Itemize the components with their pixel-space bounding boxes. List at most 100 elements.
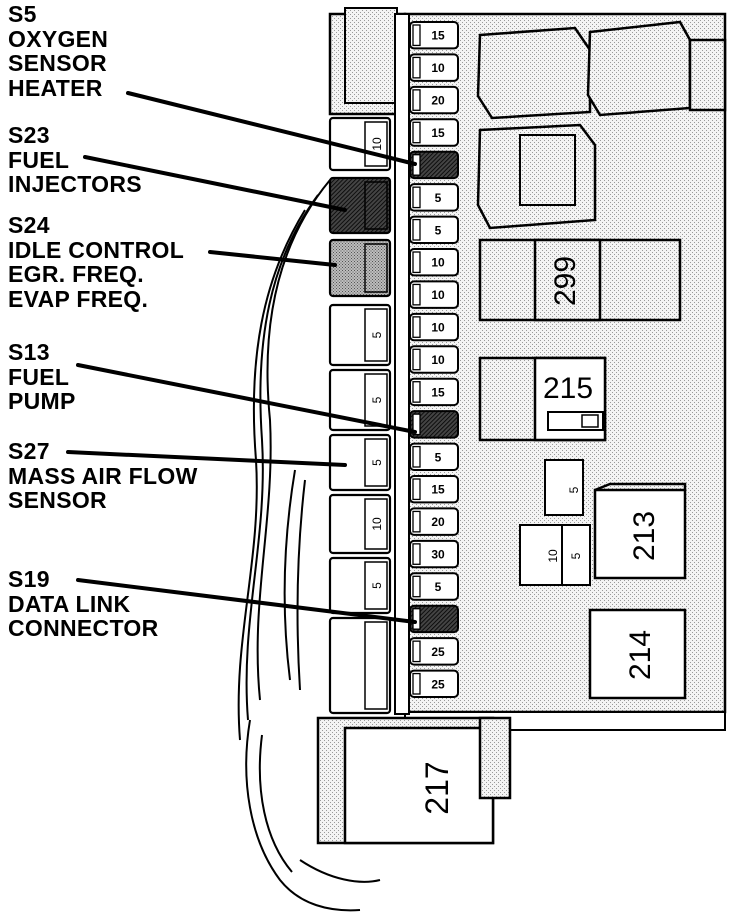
fuse: 10 xyxy=(409,345,459,374)
fuse-column-frame xyxy=(394,13,410,715)
fuse-column: 15 10 20 15 5 5 10 10 10 10 15 5 15 20 30 5 25 25 xyxy=(409,21,459,698)
fuse: 20 xyxy=(409,507,459,536)
left-fuse-rating: 5 xyxy=(370,582,384,589)
fuse-rating: 5 xyxy=(435,450,442,464)
leader-s24 xyxy=(208,250,337,267)
left-fuse: 5 xyxy=(328,303,392,367)
fuse: 10 xyxy=(409,53,459,82)
fuse-rating: 5 xyxy=(435,223,442,237)
leader-s19 xyxy=(76,578,417,624)
fuse: 15 xyxy=(409,118,459,147)
relay-299-label: 299 xyxy=(549,256,582,306)
fuse-rating: 15 xyxy=(431,126,445,140)
relay-214-label: 214 xyxy=(624,630,657,680)
callout-s19: S19 DATA LINK CONNECTOR xyxy=(8,567,159,641)
callout-line: IDLE CONTROL xyxy=(8,236,185,263)
fuse-rating: 25 xyxy=(431,677,445,691)
fuse: 20 xyxy=(409,85,459,115)
callout-code: S5 xyxy=(8,1,37,27)
callout-s27: S27 MASS AIR FLOW SENSOR xyxy=(8,439,198,513)
fuse: 15 xyxy=(409,475,459,504)
fuse: 5 xyxy=(409,183,459,212)
fuse: 25 xyxy=(409,669,459,698)
fuse-rating: 25 xyxy=(431,645,445,659)
callout-line: SENSOR xyxy=(8,50,107,76)
callout-code: S24 xyxy=(8,212,50,238)
callout-code: S27 xyxy=(8,438,50,464)
fuse-rating: 15 xyxy=(431,483,445,497)
callout-line: DATA LINK xyxy=(8,590,131,617)
svg-text:5: 5 xyxy=(569,552,583,559)
callout-line: OXYGEN xyxy=(8,25,109,52)
relay-215-label: 215 xyxy=(543,372,593,405)
relay-214: 214 xyxy=(588,608,687,700)
callout-code: S19 xyxy=(8,566,50,592)
fuse-rating: 10 xyxy=(431,256,445,270)
callout-line: FUEL xyxy=(8,363,70,390)
left-fuse xyxy=(328,616,392,715)
fuse: 10 xyxy=(409,312,459,342)
fuse-highlighted xyxy=(409,604,459,634)
fuse-rating: 20 xyxy=(431,94,445,108)
relay-299: 299 xyxy=(478,238,682,322)
left-fuse: 5 xyxy=(328,433,392,492)
relay-217-label: 217 xyxy=(419,761,455,814)
fuse: 15 xyxy=(409,21,459,50)
leader-s5 xyxy=(126,91,417,166)
fuse: 30 xyxy=(409,539,459,569)
fuse-highlighted xyxy=(409,150,459,180)
callout-code: S13 xyxy=(8,339,50,365)
callout-line: HEATER xyxy=(8,74,103,101)
callout-line: CONNECTOR xyxy=(8,615,159,641)
small-fuse-cluster: 5 10 5 xyxy=(519,459,591,586)
fuse-rating: 10 xyxy=(431,61,445,75)
left-fuse-rating: 5 xyxy=(370,331,384,338)
relay-217: 217 xyxy=(316,716,512,845)
fuse: 10 xyxy=(409,280,459,309)
fuse-rating: 10 xyxy=(431,353,445,367)
left-fuse-rating: 5 xyxy=(370,396,384,403)
top-relays xyxy=(476,20,727,230)
left-fuse: 10 xyxy=(328,493,392,555)
callout-line: SENSOR xyxy=(8,487,107,513)
fuse: 5 xyxy=(409,442,459,472)
callout-line: INJECTORS xyxy=(8,171,142,197)
fuse: 25 xyxy=(409,637,459,666)
left-fuse-bank: 10 5 5 5 10 5 xyxy=(328,116,392,715)
fuse: 5 xyxy=(409,572,459,601)
left-fuse xyxy=(328,176,392,235)
left-fuse xyxy=(328,238,392,298)
fuse-rating: 5 xyxy=(435,580,442,594)
svg-text:10: 10 xyxy=(546,549,560,563)
relay-215: 215 xyxy=(478,356,607,442)
fuse: 5 xyxy=(409,215,459,244)
fuse-rating: 15 xyxy=(431,29,445,43)
leader-s23 xyxy=(83,155,347,212)
leader-lines xyxy=(66,91,417,624)
fuse-rating: 5 xyxy=(435,191,442,205)
fuse-rating: 30 xyxy=(431,548,445,562)
left-fuse-rating: 10 xyxy=(370,137,384,151)
relay-213: 213 xyxy=(593,482,687,580)
callout-line: PUMP xyxy=(8,388,76,414)
left-fuse: 5 xyxy=(328,556,392,615)
callout-line: FUEL xyxy=(8,146,70,173)
callout-s13: S13 FUEL PUMP xyxy=(8,340,76,414)
callout-s5: S5 OXYGEN SENSOR HEATER xyxy=(8,2,108,100)
svg-text:5: 5 xyxy=(567,486,581,493)
fuse-rating: 10 xyxy=(431,288,445,302)
leader-s27 xyxy=(66,450,347,467)
callout-line: EVAP FREQ. xyxy=(8,285,149,312)
fuse: 10 xyxy=(409,248,459,277)
fuse-rating: 15 xyxy=(431,385,445,399)
callout-code: S23 xyxy=(8,122,50,148)
callout-line: EGR. FREQ. xyxy=(8,261,144,287)
fuse-highlighted xyxy=(409,410,459,439)
left-fuse-rating: 10 xyxy=(370,517,384,531)
left-fuse: 5 xyxy=(328,368,392,432)
callout-s23: S23 FUEL INJECTORS xyxy=(8,123,142,197)
fuse-rating: 20 xyxy=(431,515,445,529)
callout-s24: S24 IDLE CONTROL EGR. FREQ. EVAP FREQ. xyxy=(8,213,184,311)
